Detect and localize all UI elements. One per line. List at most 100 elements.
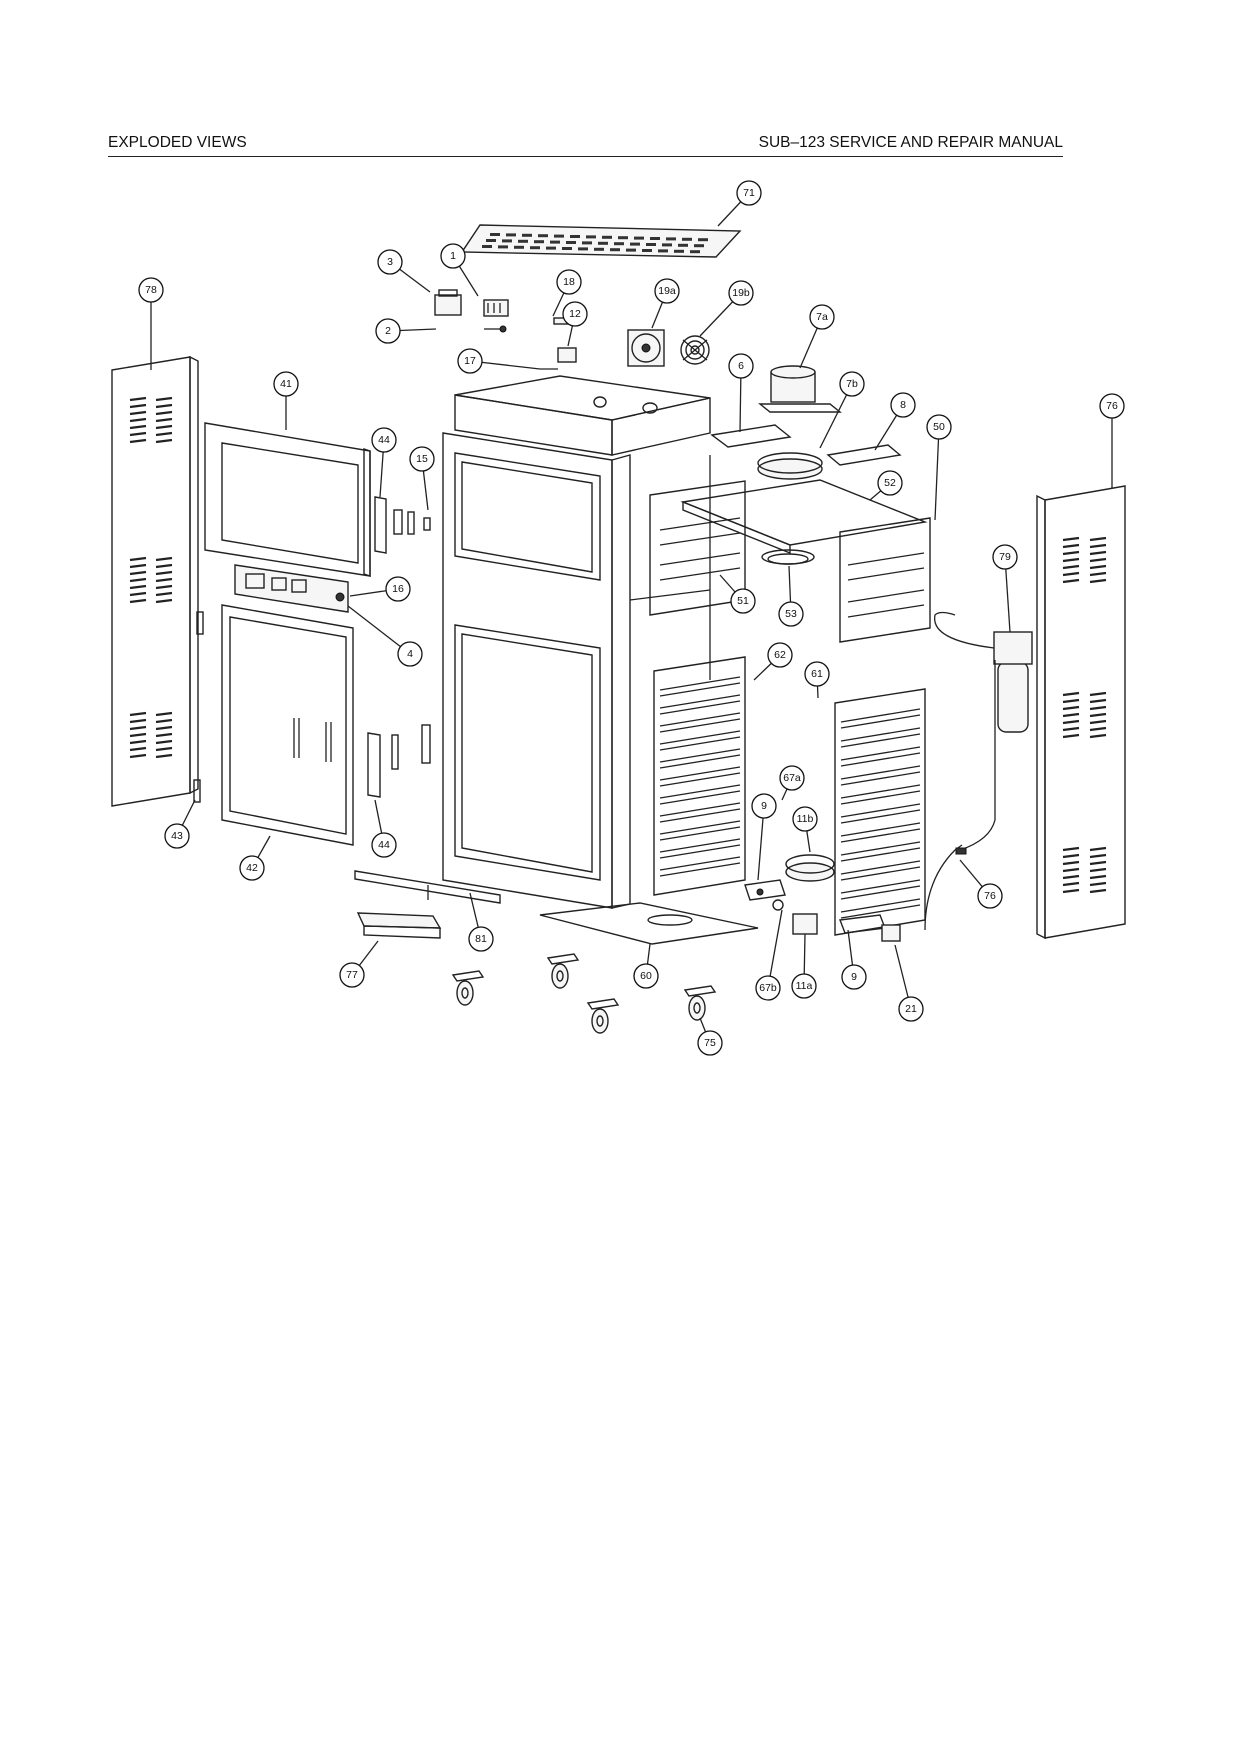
- rack-side-panel-62-part: [653, 656, 746, 896]
- callout-61: 61: [804, 661, 830, 687]
- callout-label: 18: [563, 276, 575, 288]
- callout-51: 51: [730, 588, 756, 614]
- upper-rack-part: [649, 479, 931, 643]
- terminal-block-part: [483, 299, 509, 317]
- callout-leader-line: [347, 605, 411, 655]
- callout-71: 71: [736, 180, 762, 206]
- callout-41: 41: [273, 371, 299, 397]
- callout-label: 67a: [783, 772, 801, 784]
- callout-44: 44: [371, 832, 397, 858]
- callout-60: 60: [633, 963, 659, 989]
- callout-label: 71: [743, 187, 755, 199]
- callout-67b: 67b: [755, 975, 781, 1001]
- callout-label: 19b: [732, 287, 750, 299]
- callout-label: 75: [704, 1037, 716, 1049]
- callout-label: 43: [171, 830, 183, 842]
- callout-label: 76: [984, 890, 996, 902]
- drip-tray-part: [356, 912, 442, 939]
- callout-19b: 19b: [728, 280, 754, 306]
- callout-label: 2: [385, 325, 391, 337]
- callout-16: 16: [385, 576, 411, 602]
- callout-label: 9: [761, 800, 767, 812]
- callout-leader-line: [767, 909, 783, 989]
- lower-door-part: [221, 604, 354, 846]
- callout-label: 78: [145, 284, 157, 296]
- callout-42: 42: [239, 855, 265, 881]
- page-header: EXPLODED VIEWS SUB–123 SERVICE AND REPAI…: [108, 134, 1063, 157]
- callout-label: 76: [1106, 400, 1118, 412]
- callout-label: 62: [774, 649, 786, 661]
- upper-door-part: [204, 422, 371, 577]
- callout-53: 53: [778, 601, 804, 627]
- manual-title: SUB–123 SERVICE AND REPAIR MANUAL: [758, 134, 1063, 151]
- bottom-plate-part: [539, 902, 759, 945]
- callout-label: 44: [378, 839, 390, 851]
- callout-label: 44: [378, 434, 390, 446]
- callout-label: 60: [640, 970, 652, 982]
- control-panel-part: [234, 564, 349, 613]
- top-grille-part: [460, 224, 742, 258]
- callout-label: 77: [346, 969, 358, 981]
- callout-label: 52: [884, 477, 896, 489]
- callout-75: 75: [697, 1030, 723, 1056]
- callout-label: 7a: [816, 311, 828, 323]
- lower-hardware-part: [744, 844, 967, 942]
- callout-81: 81: [468, 926, 494, 952]
- sensor-probe-part: [484, 325, 507, 333]
- callout-9: 9: [751, 793, 777, 819]
- callout-52: 52: [877, 470, 903, 496]
- left-side-panel-part: [111, 355, 204, 807]
- callout-label: 7b: [846, 378, 858, 390]
- callout-label: 79: [999, 551, 1011, 563]
- callout-leader-line: [934, 426, 940, 521]
- relay-part: [557, 347, 577, 363]
- rack-side-panel-61-part: [834, 688, 926, 936]
- callout-4: 4: [397, 641, 423, 667]
- callout-label: 53: [785, 608, 797, 620]
- fan-guard-part: [680, 335, 710, 365]
- callout-11b: 11b: [792, 806, 818, 832]
- callout-21: 21: [898, 996, 924, 1022]
- callout-43: 43: [164, 823, 190, 849]
- callout-67a: 67a: [779, 765, 805, 791]
- callout-label: 4: [407, 648, 413, 660]
- callout-76: 76: [977, 883, 1003, 909]
- caster-part: [451, 953, 717, 1034]
- callout-label: 3: [387, 256, 393, 268]
- callout-label: 81: [475, 933, 487, 945]
- callout-label: 51: [737, 595, 749, 607]
- callout-8: 8: [890, 392, 916, 418]
- callout-label: 21: [905, 1003, 917, 1015]
- callout-label: 17: [464, 355, 476, 367]
- callout-label: 19a: [658, 285, 676, 297]
- callout-label: 61: [811, 668, 823, 680]
- callout-label: 8: [900, 399, 906, 411]
- callout-label: 42: [246, 862, 258, 874]
- callout-6: 6: [728, 353, 754, 379]
- callout-7b: 7b: [839, 371, 865, 397]
- callout-12: 12: [562, 301, 588, 327]
- transformer-part: [434, 289, 462, 316]
- blower-motor-part: [758, 365, 842, 413]
- callout-3: 3: [377, 249, 403, 275]
- bottom-bar-part: [354, 870, 501, 904]
- callout-78: 78: [138, 277, 164, 303]
- section-title: EXPLODED VIEWS: [108, 134, 247, 151]
- cabinet-body-part: [442, 375, 711, 909]
- callout-label: 11b: [797, 813, 814, 825]
- callout-79: 79: [992, 544, 1018, 570]
- callout-label: 67b: [759, 982, 777, 994]
- callout-15: 15: [409, 446, 435, 472]
- right-side-panel-part: [1036, 485, 1126, 940]
- fan-wheel-part: [757, 452, 835, 882]
- callout-1: 1: [440, 243, 466, 269]
- callout-label: 1: [450, 250, 456, 262]
- callout-label: 15: [416, 453, 428, 465]
- callout-44: 44: [371, 427, 397, 453]
- callout-50: 50: [926, 414, 952, 440]
- callout-19a: 19a: [654, 278, 680, 304]
- callout-7a: 7a: [809, 304, 835, 330]
- callout-label: 12: [569, 308, 581, 320]
- callout-11a: 11a: [791, 973, 817, 999]
